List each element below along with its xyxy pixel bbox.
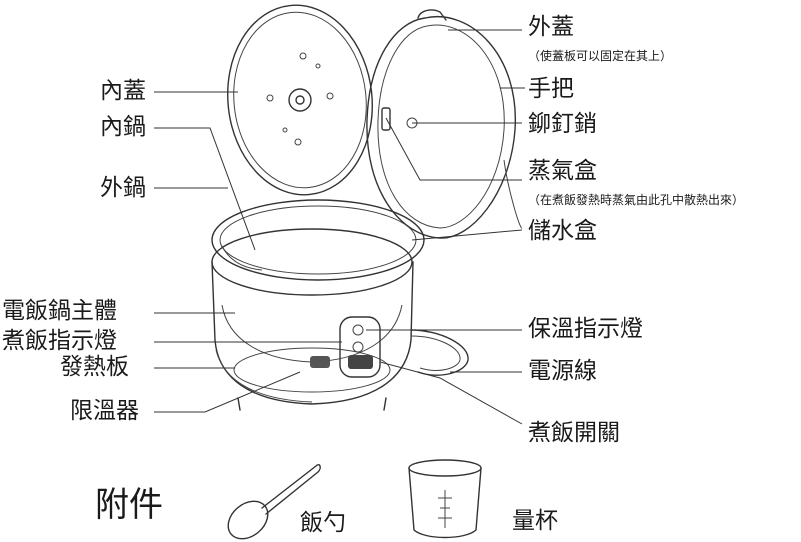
label-power-cord: 電源線 — [528, 358, 597, 384]
note-steam-box: （在煮飯發熱時蒸氣由此孔中散熱出來） — [528, 193, 745, 207]
label-inner-pot: 內鍋 — [100, 114, 146, 140]
label-handle: 手把 — [528, 76, 574, 102]
leader-lines — [154, 29, 525, 425]
accessories-title: 附件 — [95, 485, 163, 525]
label-steam-box: 蒸氣盒 — [528, 158, 597, 184]
label-rivet-pin: 鉚釘銷 — [528, 111, 597, 137]
note-outer-lid: （使蓋板可以固定在其上） — [528, 49, 673, 63]
label-outer-lid: 外蓋 — [528, 14, 574, 40]
cooker-body-drawing — [211, 228, 469, 411]
outer-lid-drawing — [366, 9, 523, 239]
label-cook-indicator: 煮飯指示燈 — [2, 328, 117, 354]
label-measuring-cup: 量杯 — [512, 508, 558, 534]
label-water-box: 儲水盒 — [528, 218, 597, 244]
label-cook-switch: 煮飯開關 — [528, 420, 620, 446]
label-warm-indicator: 保溫指示燈 — [528, 316, 643, 342]
label-rice-spoon: 飯勺 — [300, 510, 346, 536]
label-main-body: 電飯鍋主體 — [2, 298, 117, 324]
inner-pot-drawing — [211, 199, 425, 281]
label-thermostat: 限溫器 — [70, 398, 139, 424]
measuring-cup-drawing — [408, 459, 482, 539]
inner-lid-drawing — [227, 4, 373, 196]
label-outer-pot: 外鍋 — [100, 175, 146, 201]
label-inner-lid: 內蓋 — [100, 78, 146, 104]
label-heating-plate: 發熱板 — [60, 354, 129, 380]
rice-spoon-drawing — [227, 464, 321, 540]
